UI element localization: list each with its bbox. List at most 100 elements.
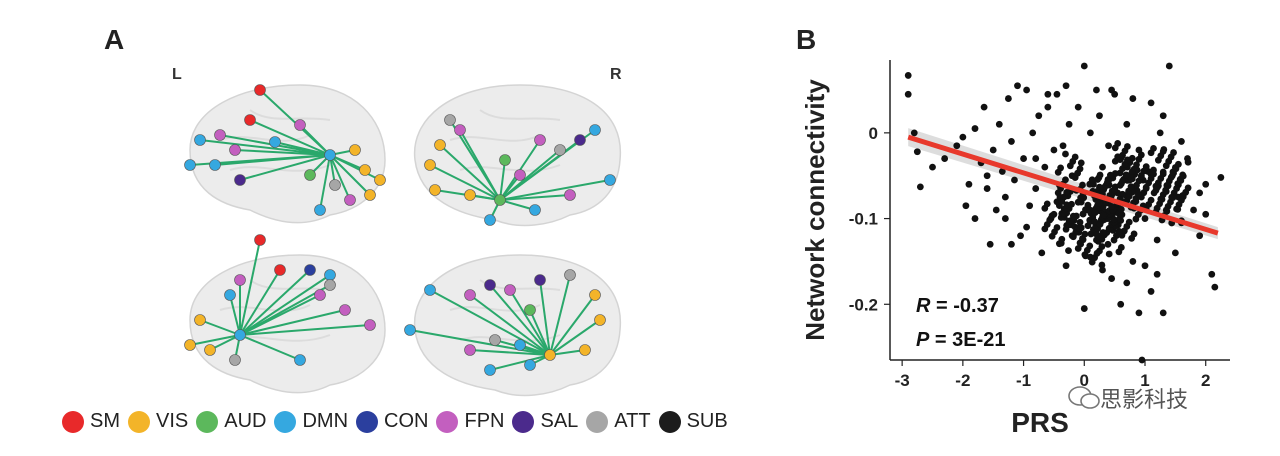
legend-label: CON bbox=[384, 410, 429, 432]
brain-gyri bbox=[449, 109, 561, 172]
connection-edge bbox=[199, 139, 331, 156]
legend-label: SM bbox=[90, 410, 120, 432]
legend-swatch bbox=[196, 410, 219, 433]
scatter-point bbox=[1135, 309, 1143, 317]
connection-edge bbox=[249, 119, 331, 156]
legend-item-con: CON bbox=[356, 410, 428, 433]
connection-edge bbox=[429, 289, 551, 356]
node-vis bbox=[374, 174, 386, 186]
scatter-point bbox=[1130, 230, 1138, 238]
node-con bbox=[304, 264, 316, 276]
brain-network-figure bbox=[184, 84, 622, 397]
scatter-point bbox=[1029, 129, 1037, 137]
node-vis bbox=[429, 184, 441, 196]
scatter-point bbox=[1001, 215, 1009, 222]
node-dmn bbox=[294, 354, 306, 366]
legend-label: AUD bbox=[224, 410, 267, 432]
legend-item-fpn: FPN bbox=[436, 410, 504, 433]
legend-swatch bbox=[586, 410, 609, 433]
scatter-point bbox=[1008, 240, 1015, 248]
x-tick-label: -3 bbox=[895, 371, 910, 390]
connection-edge bbox=[239, 324, 371, 336]
connection-edge bbox=[199, 319, 241, 336]
scatter-point bbox=[1170, 149, 1177, 156]
node-fpn bbox=[214, 129, 226, 141]
panel-b-label: B bbox=[796, 24, 817, 55]
scatter-point bbox=[1098, 243, 1106, 250]
connection-edge bbox=[239, 154, 331, 181]
chat-bubble-icon bbox=[1068, 386, 1100, 409]
scatter-point bbox=[1184, 184, 1192, 192]
scatter-point bbox=[1117, 300, 1125, 308]
scatter-point bbox=[1178, 196, 1185, 204]
node-dmn bbox=[324, 269, 336, 281]
scatter-point bbox=[1079, 236, 1087, 244]
node-fpn bbox=[464, 344, 476, 356]
scatter-point bbox=[1138, 356, 1146, 364]
node-aud bbox=[499, 154, 511, 166]
scatter-point bbox=[1156, 129, 1164, 137]
legend-swatch bbox=[62, 410, 84, 433]
scatter-point bbox=[1202, 210, 1210, 218]
scatter-point bbox=[1096, 112, 1103, 120]
node-vis bbox=[424, 159, 436, 171]
scatter-point bbox=[1202, 180, 1210, 188]
scatter-point bbox=[983, 172, 991, 180]
scatter-point bbox=[1119, 190, 1126, 198]
brain-view-4 bbox=[404, 254, 622, 397]
legend-item-sm: SM bbox=[62, 410, 120, 433]
connection-edge bbox=[549, 349, 586, 356]
scatter-point bbox=[959, 133, 967, 141]
scatter-point bbox=[1053, 90, 1061, 98]
node-sm bbox=[244, 114, 256, 126]
node-vis bbox=[194, 314, 206, 326]
scatter-point bbox=[1153, 184, 1161, 191]
scatter-point bbox=[965, 180, 973, 188]
y-tick-label: -0.2 bbox=[849, 295, 878, 314]
connection-edge bbox=[439, 144, 501, 201]
scatter-point bbox=[1190, 206, 1197, 214]
stat-annotation: P = 3E-21 bbox=[916, 329, 1006, 351]
connection-edge bbox=[489, 284, 551, 356]
connection-edge bbox=[509, 289, 551, 356]
scatter-point bbox=[1171, 249, 1179, 257]
scatter-point bbox=[1099, 229, 1107, 236]
scatter-point bbox=[1032, 155, 1040, 162]
scatter-point bbox=[929, 163, 936, 171]
scatter-point bbox=[971, 125, 979, 132]
scatter-point bbox=[1108, 86, 1116, 94]
node-dmn bbox=[524, 359, 536, 371]
node-sal bbox=[484, 279, 496, 291]
scatter-point bbox=[1173, 185, 1180, 192]
x-tick-label: 0 bbox=[1080, 371, 1089, 390]
node-sal bbox=[534, 274, 546, 286]
node-dmn bbox=[514, 339, 526, 351]
node-vis bbox=[204, 344, 216, 356]
scatter-point bbox=[1062, 176, 1069, 184]
scatter-point bbox=[1020, 155, 1027, 162]
connection-edge bbox=[549, 274, 571, 356]
connection-edge bbox=[234, 149, 331, 156]
scatter-point bbox=[1096, 220, 1104, 228]
scatter-point bbox=[1153, 270, 1161, 278]
scatter-point bbox=[1023, 86, 1031, 94]
scatter-point bbox=[1088, 176, 1096, 184]
connection-edge bbox=[189, 334, 241, 346]
scatter-point bbox=[1086, 242, 1094, 250]
node-att bbox=[564, 269, 576, 281]
x-tick-label: 2 bbox=[1201, 371, 1210, 390]
node-fpn bbox=[314, 289, 326, 301]
scatter-point bbox=[1076, 218, 1084, 226]
scatter-point bbox=[1142, 163, 1150, 171]
watermark-text: 思影科技 bbox=[1100, 388, 1189, 413]
scatter-point bbox=[1004, 95, 1012, 102]
connection-edge bbox=[459, 129, 501, 201]
node-fpn bbox=[344, 194, 356, 206]
connection-edge bbox=[229, 294, 241, 336]
node-dmn bbox=[484, 214, 496, 226]
scatter-point bbox=[1174, 160, 1182, 168]
scatter-point bbox=[1129, 95, 1137, 102]
scatter-point bbox=[1100, 211, 1108, 219]
node-dmn bbox=[269, 136, 281, 148]
